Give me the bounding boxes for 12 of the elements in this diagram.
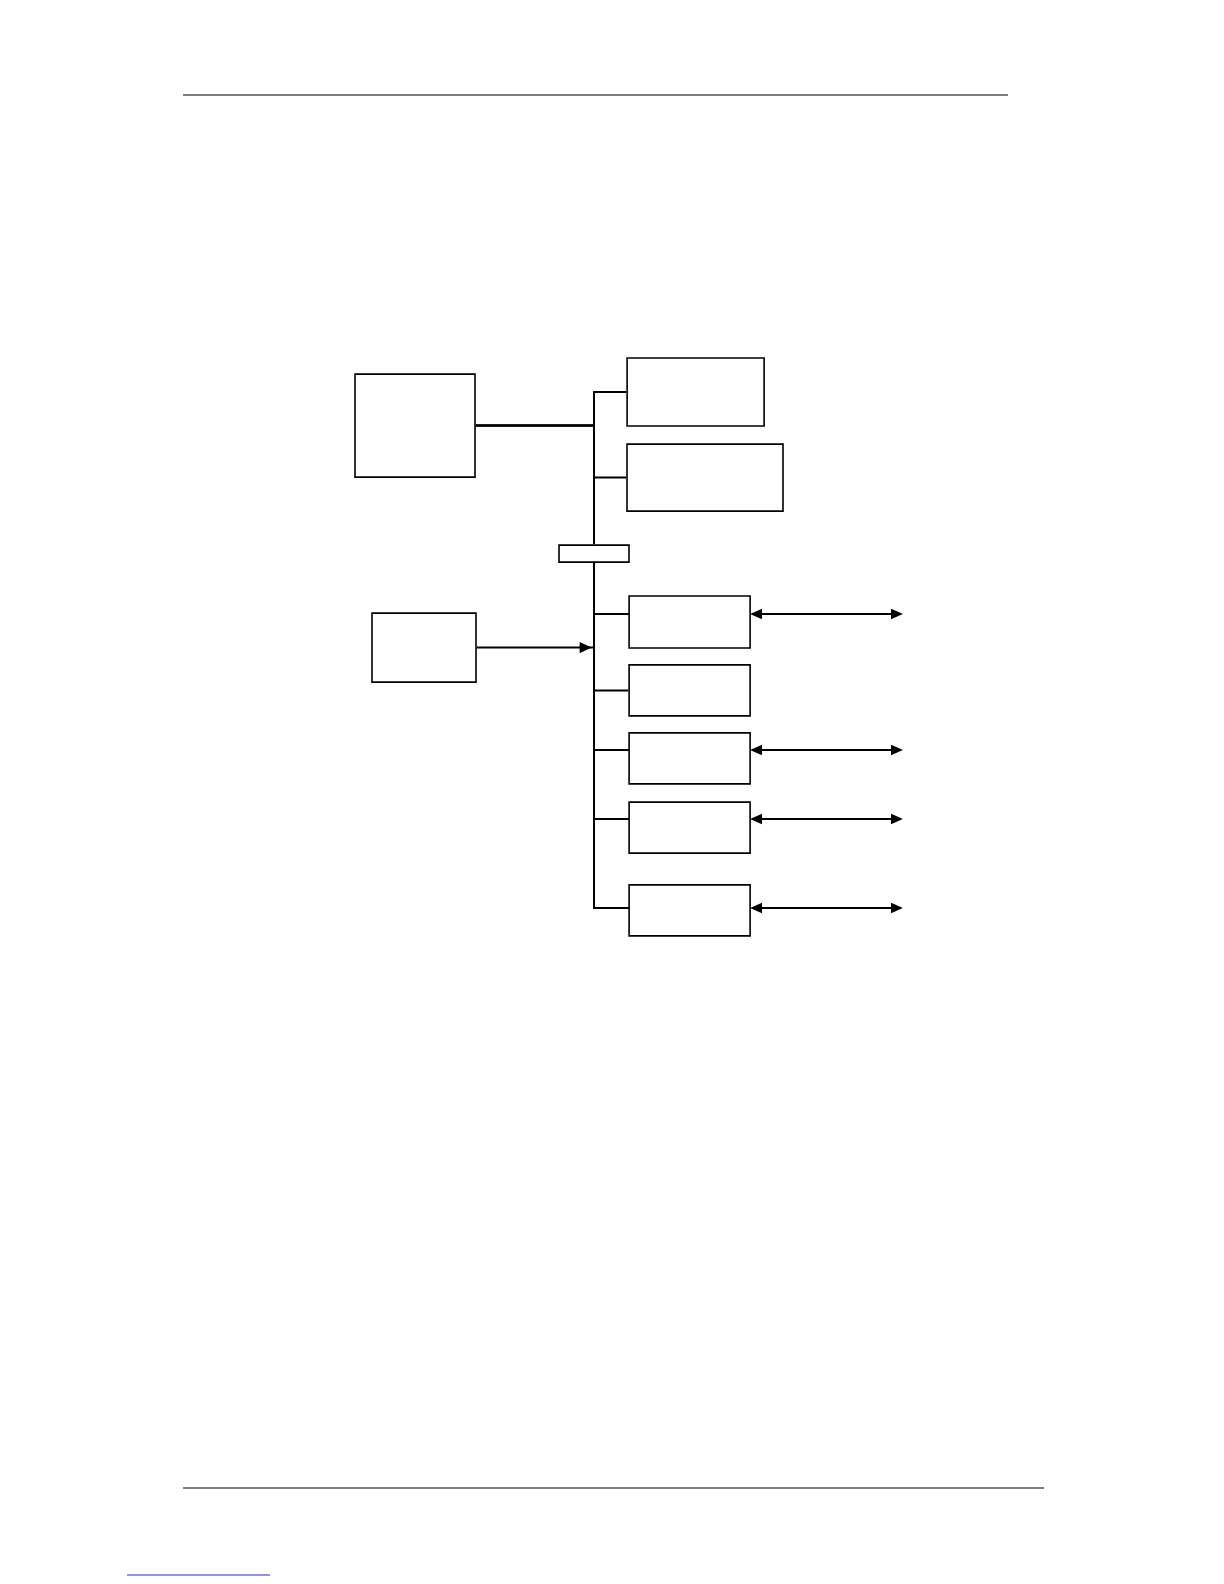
block-box xyxy=(626,443,784,512)
block-box xyxy=(354,373,476,478)
block-box xyxy=(628,732,751,785)
block-box xyxy=(371,612,477,683)
block-box xyxy=(628,801,751,854)
block-box xyxy=(628,664,751,717)
connector-line xyxy=(474,424,595,546)
connector-block xyxy=(558,544,630,563)
block-box xyxy=(628,884,751,937)
block-box xyxy=(626,357,765,427)
connector-line xyxy=(475,561,595,654)
block-box xyxy=(628,595,751,649)
